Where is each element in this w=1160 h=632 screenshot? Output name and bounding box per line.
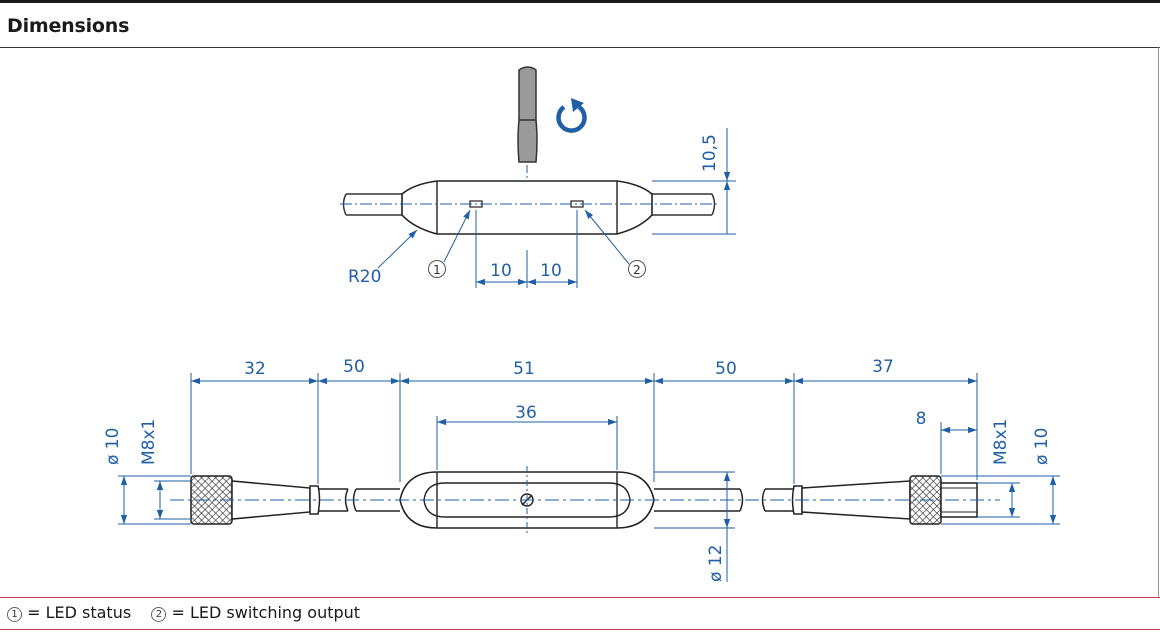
dim-connector-right: 37 xyxy=(872,357,894,377)
dim-body-diameter: ø 12 xyxy=(706,545,726,582)
dim-thread-length: 8 xyxy=(916,409,927,429)
dim-cable-left: 50 xyxy=(343,357,365,377)
side-view: 32 50 51 50 37 36 8 ø 10 M8x1 M8x1 ø 10 … xyxy=(103,357,1060,582)
callout-2-marker xyxy=(628,260,646,278)
callout-2-number: 2 xyxy=(633,263,641,277)
legend-marker-2: 2 xyxy=(151,607,167,622)
legend-text-2: = LED switching output xyxy=(171,603,361,622)
title-divider xyxy=(0,47,1160,48)
top-view: 10,5 R20 1 2 10 10 xyxy=(340,66,736,288)
dim-cable-right: 50 xyxy=(715,359,737,379)
legend: 1 = LED status 2 = LED switching output xyxy=(7,603,360,622)
rotate-arrow-icon xyxy=(556,98,587,133)
sensor-body-top xyxy=(401,180,653,235)
top-rule xyxy=(0,0,1160,3)
dim-left-thread: M8x1 xyxy=(139,419,159,465)
page-title: Dimensions xyxy=(7,15,130,37)
dim-body-length: 51 xyxy=(513,359,535,379)
callout-1-marker xyxy=(428,260,446,278)
legend-text-1: = LED status xyxy=(27,603,132,622)
dim-led-spacing-2: 10 xyxy=(540,261,562,281)
legend-divider-bottom xyxy=(0,629,1160,630)
dim-slot-length: 36 xyxy=(515,403,537,423)
screwdriver-icon xyxy=(517,66,538,163)
legend-divider-top xyxy=(0,597,1160,598)
dim-connector-left: 32 xyxy=(244,359,266,379)
callout-1-number: 1 xyxy=(433,263,441,277)
dim-height: 10,5 xyxy=(700,134,720,172)
legend-marker-1: 1 xyxy=(7,607,22,622)
dimension-drawing: 10,5 R20 1 2 10 10 xyxy=(103,66,1060,582)
frame-right-edge xyxy=(1158,47,1159,597)
dim-radius: R20 xyxy=(348,267,381,287)
dim-right-thread: M8x1 xyxy=(991,419,1011,465)
dim-left-diameter: ø 10 xyxy=(103,428,123,465)
dim-right-diameter: ø 10 xyxy=(1032,428,1052,465)
dim-led-spacing-1: 10 xyxy=(490,261,512,281)
